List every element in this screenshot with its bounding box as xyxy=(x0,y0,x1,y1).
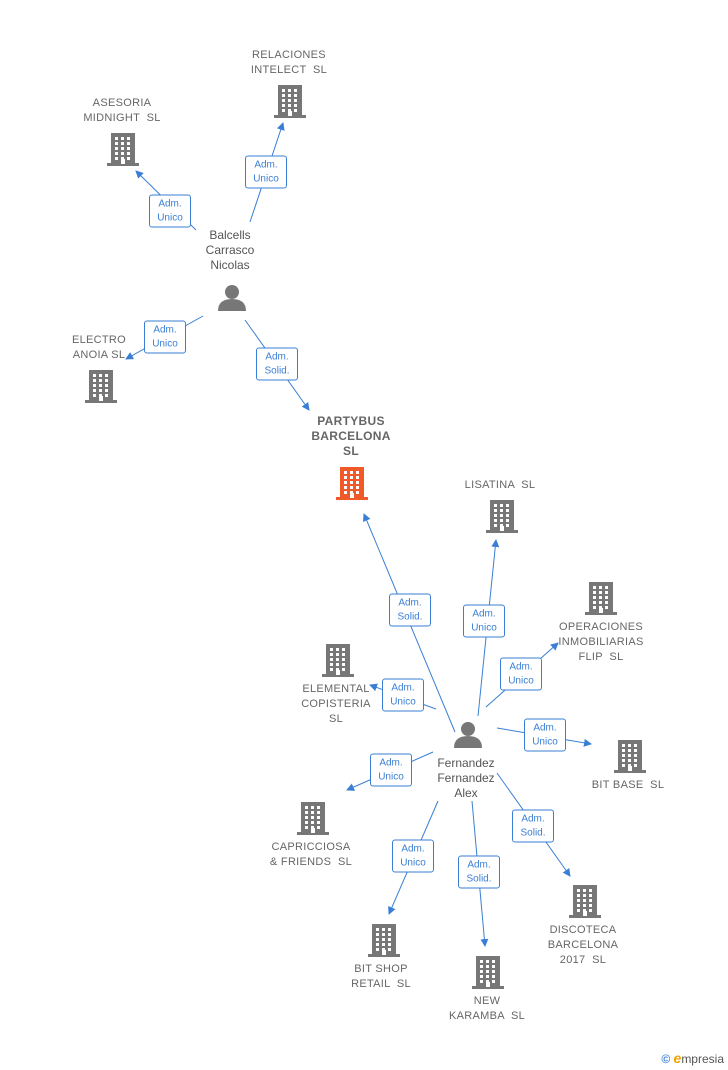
copyright-symbol: © xyxy=(661,1052,671,1066)
edge-badge-fernandez-partybus[interactable]: Adm. Solid. xyxy=(389,593,431,627)
label-balcells[interactable]: Balcells Carrasco Nicolas xyxy=(205,228,255,272)
edge-badge-fernandez-capricciosa[interactable]: Adm. Unico xyxy=(370,753,412,787)
person-icon-balcells[interactable] xyxy=(218,285,246,311)
brand-name: mpresia xyxy=(681,1052,724,1066)
building-icon-electro[interactable] xyxy=(85,370,117,403)
edge-badge-fernandez-discoteca[interactable]: Adm. Solid. xyxy=(512,809,554,843)
building-icon-relaciones[interactable] xyxy=(274,85,306,118)
building-icon-asesoria[interactable] xyxy=(107,133,139,166)
label-karamba[interactable]: NEW KARAMBA SL xyxy=(448,995,526,1022)
building-icon-bitshop[interactable] xyxy=(368,924,400,957)
label-discoteca[interactable]: DISCOTECA BARCELONA 2017 SL xyxy=(547,924,619,966)
building-icon-capricciosa[interactable] xyxy=(297,802,329,835)
label-asesoria[interactable]: ASESORIA MIDNIGHT SL xyxy=(83,97,161,124)
building-icon-bitbase[interactable] xyxy=(614,740,646,773)
empresia-logo[interactable]: © empresia xyxy=(661,1050,724,1066)
label-relaciones[interactable]: RELACIONES INTELECT SL xyxy=(250,49,328,76)
edge-badge-fernandez-operaciones[interactable]: Adm. Unico xyxy=(500,657,542,691)
label-bitshop[interactable]: BIT SHOP RETAIL SL xyxy=(351,963,411,990)
building-icon-operaciones[interactable] xyxy=(585,582,617,615)
edge-badge-fernandez-lisatina[interactable]: Adm. Unico xyxy=(463,604,505,638)
person-icon-fernandez[interactable] xyxy=(454,722,482,748)
nodes-layer xyxy=(85,85,646,989)
building-icon-partybus[interactable] xyxy=(336,467,368,500)
edge-badge-balcells-asesoria[interactable]: Adm. Unico xyxy=(149,194,191,228)
label-partybus[interactable]: PARTYBUS BARCELONA SL xyxy=(311,414,391,458)
edge-badge-fernandez-karamba[interactable]: Adm. Solid. xyxy=(458,855,500,889)
label-lisatina[interactable]: LISATINA SL xyxy=(464,479,536,491)
label-operaciones[interactable]: OPERACIONES INMOBILIARIAS FLIP SL xyxy=(558,621,644,663)
edge-badge-balcells-electro[interactable]: Adm. Unico xyxy=(144,320,186,354)
label-fernandez[interactable]: Fernandez Fernandez Alex xyxy=(437,756,495,800)
edge-badge-fernandez-bitshop[interactable]: Adm. Unico xyxy=(392,839,434,873)
label-elemental[interactable]: ELEMENTAL COPISTERIA SL xyxy=(301,683,371,725)
building-icon-karamba[interactable] xyxy=(472,956,504,989)
edge-badge-balcells-relaciones[interactable]: Adm. Unico xyxy=(245,155,287,189)
brand-initial: e xyxy=(673,1050,682,1066)
building-icon-elemental[interactable] xyxy=(322,644,354,677)
building-icon-discoteca[interactable] xyxy=(569,885,601,918)
label-capricciosa[interactable]: CAPRICCIOSA & FRIENDS SL xyxy=(269,841,353,868)
edge-badge-fernandez-bitbase[interactable]: Adm. Unico xyxy=(524,718,566,752)
label-bitbase[interactable]: BIT BASE SL xyxy=(591,779,665,791)
edge-badge-balcells-partybus[interactable]: Adm. Solid. xyxy=(256,347,298,381)
building-icon-lisatina[interactable] xyxy=(486,500,518,533)
edge-badge-fernandez-elemental[interactable]: Adm. Unico xyxy=(382,678,424,712)
label-electro[interactable]: ELECTRO ANOIA SL xyxy=(71,334,127,361)
